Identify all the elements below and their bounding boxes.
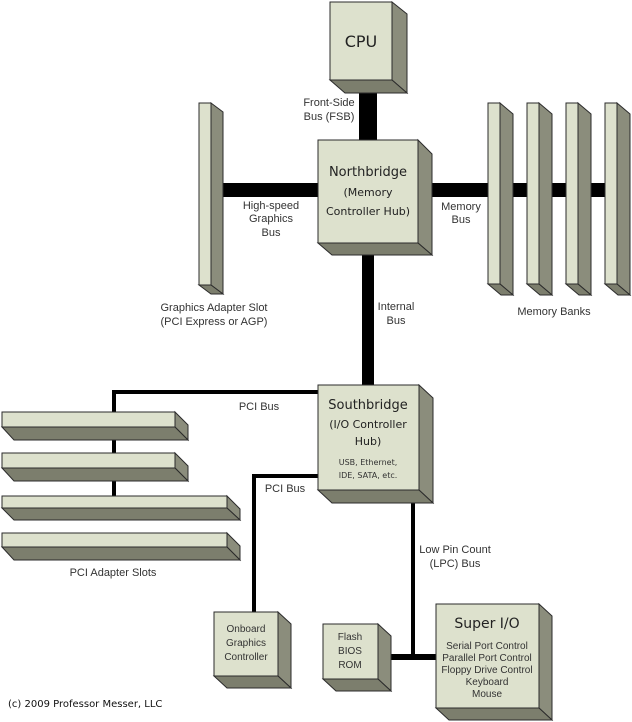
- onboard-graphics-controller: Onboard Graphics Controller: [212, 610, 293, 690]
- pci-bus-bottom-label: PCI Bus: [265, 483, 306, 495]
- onboard-graphics-line-3: Controller: [224, 652, 268, 663]
- internal-bus-label-1: Internal: [378, 301, 415, 313]
- northbridge-subtitle-2: Controller Hub): [326, 205, 410, 218]
- memory-banks: [486, 101, 632, 297]
- northbridge-title: Northbridge: [329, 165, 407, 180]
- memory-bank-3: [564, 101, 593, 297]
- flash-bios-rom: Flash BIOS ROM: [321, 622, 393, 693]
- memory-bus-label-2: Bus: [452, 214, 471, 226]
- memory-bank-2: [525, 101, 554, 297]
- super-io-function: Floppy Drive Control: [441, 665, 532, 676]
- fsb-bus-line: [359, 80, 377, 142]
- southbridge-title: Southbridge: [328, 398, 408, 413]
- pci-slot-2: [0, 451, 190, 483]
- graphics-adapter-slot: [197, 102, 225, 295]
- graphics-bus-line: [222, 183, 318, 197]
- pci-slot-4: [0, 531, 242, 562]
- graphics-slot-label-2: (PCI Express or AGP): [161, 316, 268, 328]
- lpc-link-line: [378, 654, 436, 660]
- graphics-bus-label-1: High-speed: [243, 200, 299, 212]
- copyright-text: (c) 2009 Professor Messer, LLC: [8, 699, 162, 710]
- southbridge-detail-2: IDE, SATA, etc.: [339, 471, 398, 480]
- memory-bus-label-1: Memory: [441, 201, 481, 213]
- memory-banks-label: Memory Banks: [517, 306, 591, 318]
- pci-adapter-slots: [0, 410, 242, 562]
- pci-bus-bottom-line: [252, 474, 318, 612]
- pci-slot-3: [0, 494, 242, 522]
- cpu-box: CPU: [328, 0, 409, 95]
- fsb-label-2: Bus (FSB): [304, 111, 355, 123]
- super-io-box: Super I/O Serial Port Control Parallel P…: [434, 602, 554, 722]
- pci-bus-top-label: PCI Bus: [239, 401, 280, 413]
- super-io-function: Keyboard: [466, 677, 509, 688]
- onboard-graphics-line-2: Graphics: [226, 638, 266, 649]
- pci-slots-label: PCI Adapter Slots: [70, 567, 157, 579]
- flash-bios-line-2: BIOS: [338, 646, 362, 657]
- graphics-slot-label-1: Graphics Adapter Slot: [160, 302, 267, 314]
- memory-bank-4: [603, 101, 632, 297]
- memory-bank-1: [486, 101, 515, 297]
- super-io-function: Mouse: [472, 689, 502, 700]
- southbridge-box: Southbridge (I/O Controller Hub) USB, Et…: [316, 383, 435, 505]
- southbridge-detail-1: USB, Ethernet,: [339, 458, 398, 467]
- graphics-bus-label-2: Graphics: [249, 213, 294, 225]
- pci-slot-1: [0, 410, 190, 442]
- southbridge-subtitle-1: (I/O Controller: [329, 418, 407, 431]
- graphics-bus-label-3: Bus: [262, 227, 281, 239]
- onboard-graphics-line-1: Onboard: [227, 624, 266, 635]
- flash-bios-line-1: Flash: [338, 632, 362, 643]
- lpc-bus-label-2: (LPC) Bus: [430, 558, 481, 570]
- internal-bus-label-2: Bus: [387, 315, 406, 327]
- northbridge-subtitle-1: (Memory: [343, 186, 393, 199]
- flash-bios-line-3: ROM: [338, 660, 361, 671]
- internal-bus-line: [362, 255, 374, 385]
- super-io-function: Serial Port Control: [446, 641, 528, 652]
- cpu-label: CPU: [345, 32, 378, 51]
- lpc-bus-label-1: Low Pin Count: [419, 544, 491, 556]
- northbridge-box: Northbridge (Memory Controller Hub): [316, 138, 434, 257]
- fsb-label-1: Front-Side: [303, 97, 354, 109]
- super-io-function: Parallel Port Control: [442, 653, 531, 664]
- super-io-title: Super I/O: [454, 616, 519, 632]
- southbridge-subtitle-2: Hub): [355, 435, 382, 448]
